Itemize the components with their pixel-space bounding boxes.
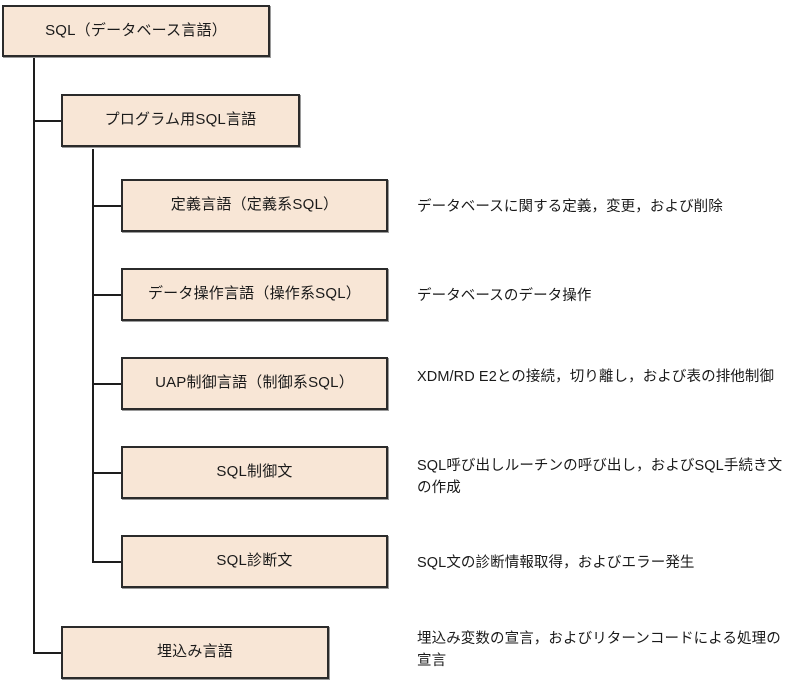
node-label-data-manipulation-language: データ操作言語（操作系SQL） [147, 285, 362, 303]
description-uap-control-language: XDM/RD E2との接続，切り離し，および表の排他制御 [417, 369, 775, 385]
connector-program-sql-to-data-manipulation-language [92, 294, 122, 296]
description-sql-control-statement: SQL呼び出しルーチンの呼び出し，およびSQL手続き文の作成 [417, 458, 783, 496]
connector-program-sql-trunk [92, 149, 94, 562]
node-box-sql-diagnostic-statement[interactable]: SQL診断文 [121, 535, 388, 588]
node-box-sql-control-statement[interactable]: SQL制御文 [121, 446, 388, 499]
node-box-uap-control-language[interactable]: UAP制御言語（制御系SQL） [121, 357, 388, 410]
connector-program-sql-to-definition-language [92, 205, 122, 207]
node-box-data-manipulation-language[interactable]: データ操作言語（操作系SQL） [121, 268, 388, 321]
connector-program-sql-to-uap-control-language [92, 383, 122, 385]
node-box-program-sql[interactable]: プログラム用SQL言語 [61, 94, 300, 147]
node-label-root: SQL（データベース言語） [45, 21, 227, 39]
node-label-embedded-language: 埋込み言語 [156, 643, 233, 661]
node-label-sql-control-statement: SQL制御文 [216, 463, 293, 481]
node-label-program-sql: プログラム用SQL言語 [104, 111, 257, 129]
node-box-embedded-language[interactable]: 埋込み言語 [61, 626, 329, 679]
description-definition-language: データベースに関する定義，変更，および削除 [417, 199, 723, 215]
connector-root-trunk [33, 57, 35, 654]
connector-root-to-program-sql [33, 120, 62, 122]
node-box-root[interactable]: SQL（データベース言語） [2, 5, 270, 57]
connector-program-sql-to-sql-control-statement [92, 472, 122, 474]
connector-program-sql-to-sql-diagnostic-statement [92, 561, 122, 563]
description-embedded-language: 埋込み変数の宣言，およびリターンコードによる処理の宣言 [417, 631, 781, 669]
description-sql-diagnostic-statement: SQL文の診断情報取得，およびエラー発生 [417, 555, 695, 571]
node-label-uap-control-language: UAP制御言語（制御系SQL） [155, 374, 354, 392]
node-label-sql-diagnostic-statement: SQL診断文 [216, 552, 293, 570]
connector-root-to-embedded-language [33, 652, 62, 654]
node-label-definition-language: 定義言語（定義系SQL） [170, 196, 339, 214]
description-data-manipulation-language: データベースのデータ操作 [417, 288, 592, 304]
node-box-definition-language[interactable]: 定義言語（定義系SQL） [121, 179, 388, 232]
